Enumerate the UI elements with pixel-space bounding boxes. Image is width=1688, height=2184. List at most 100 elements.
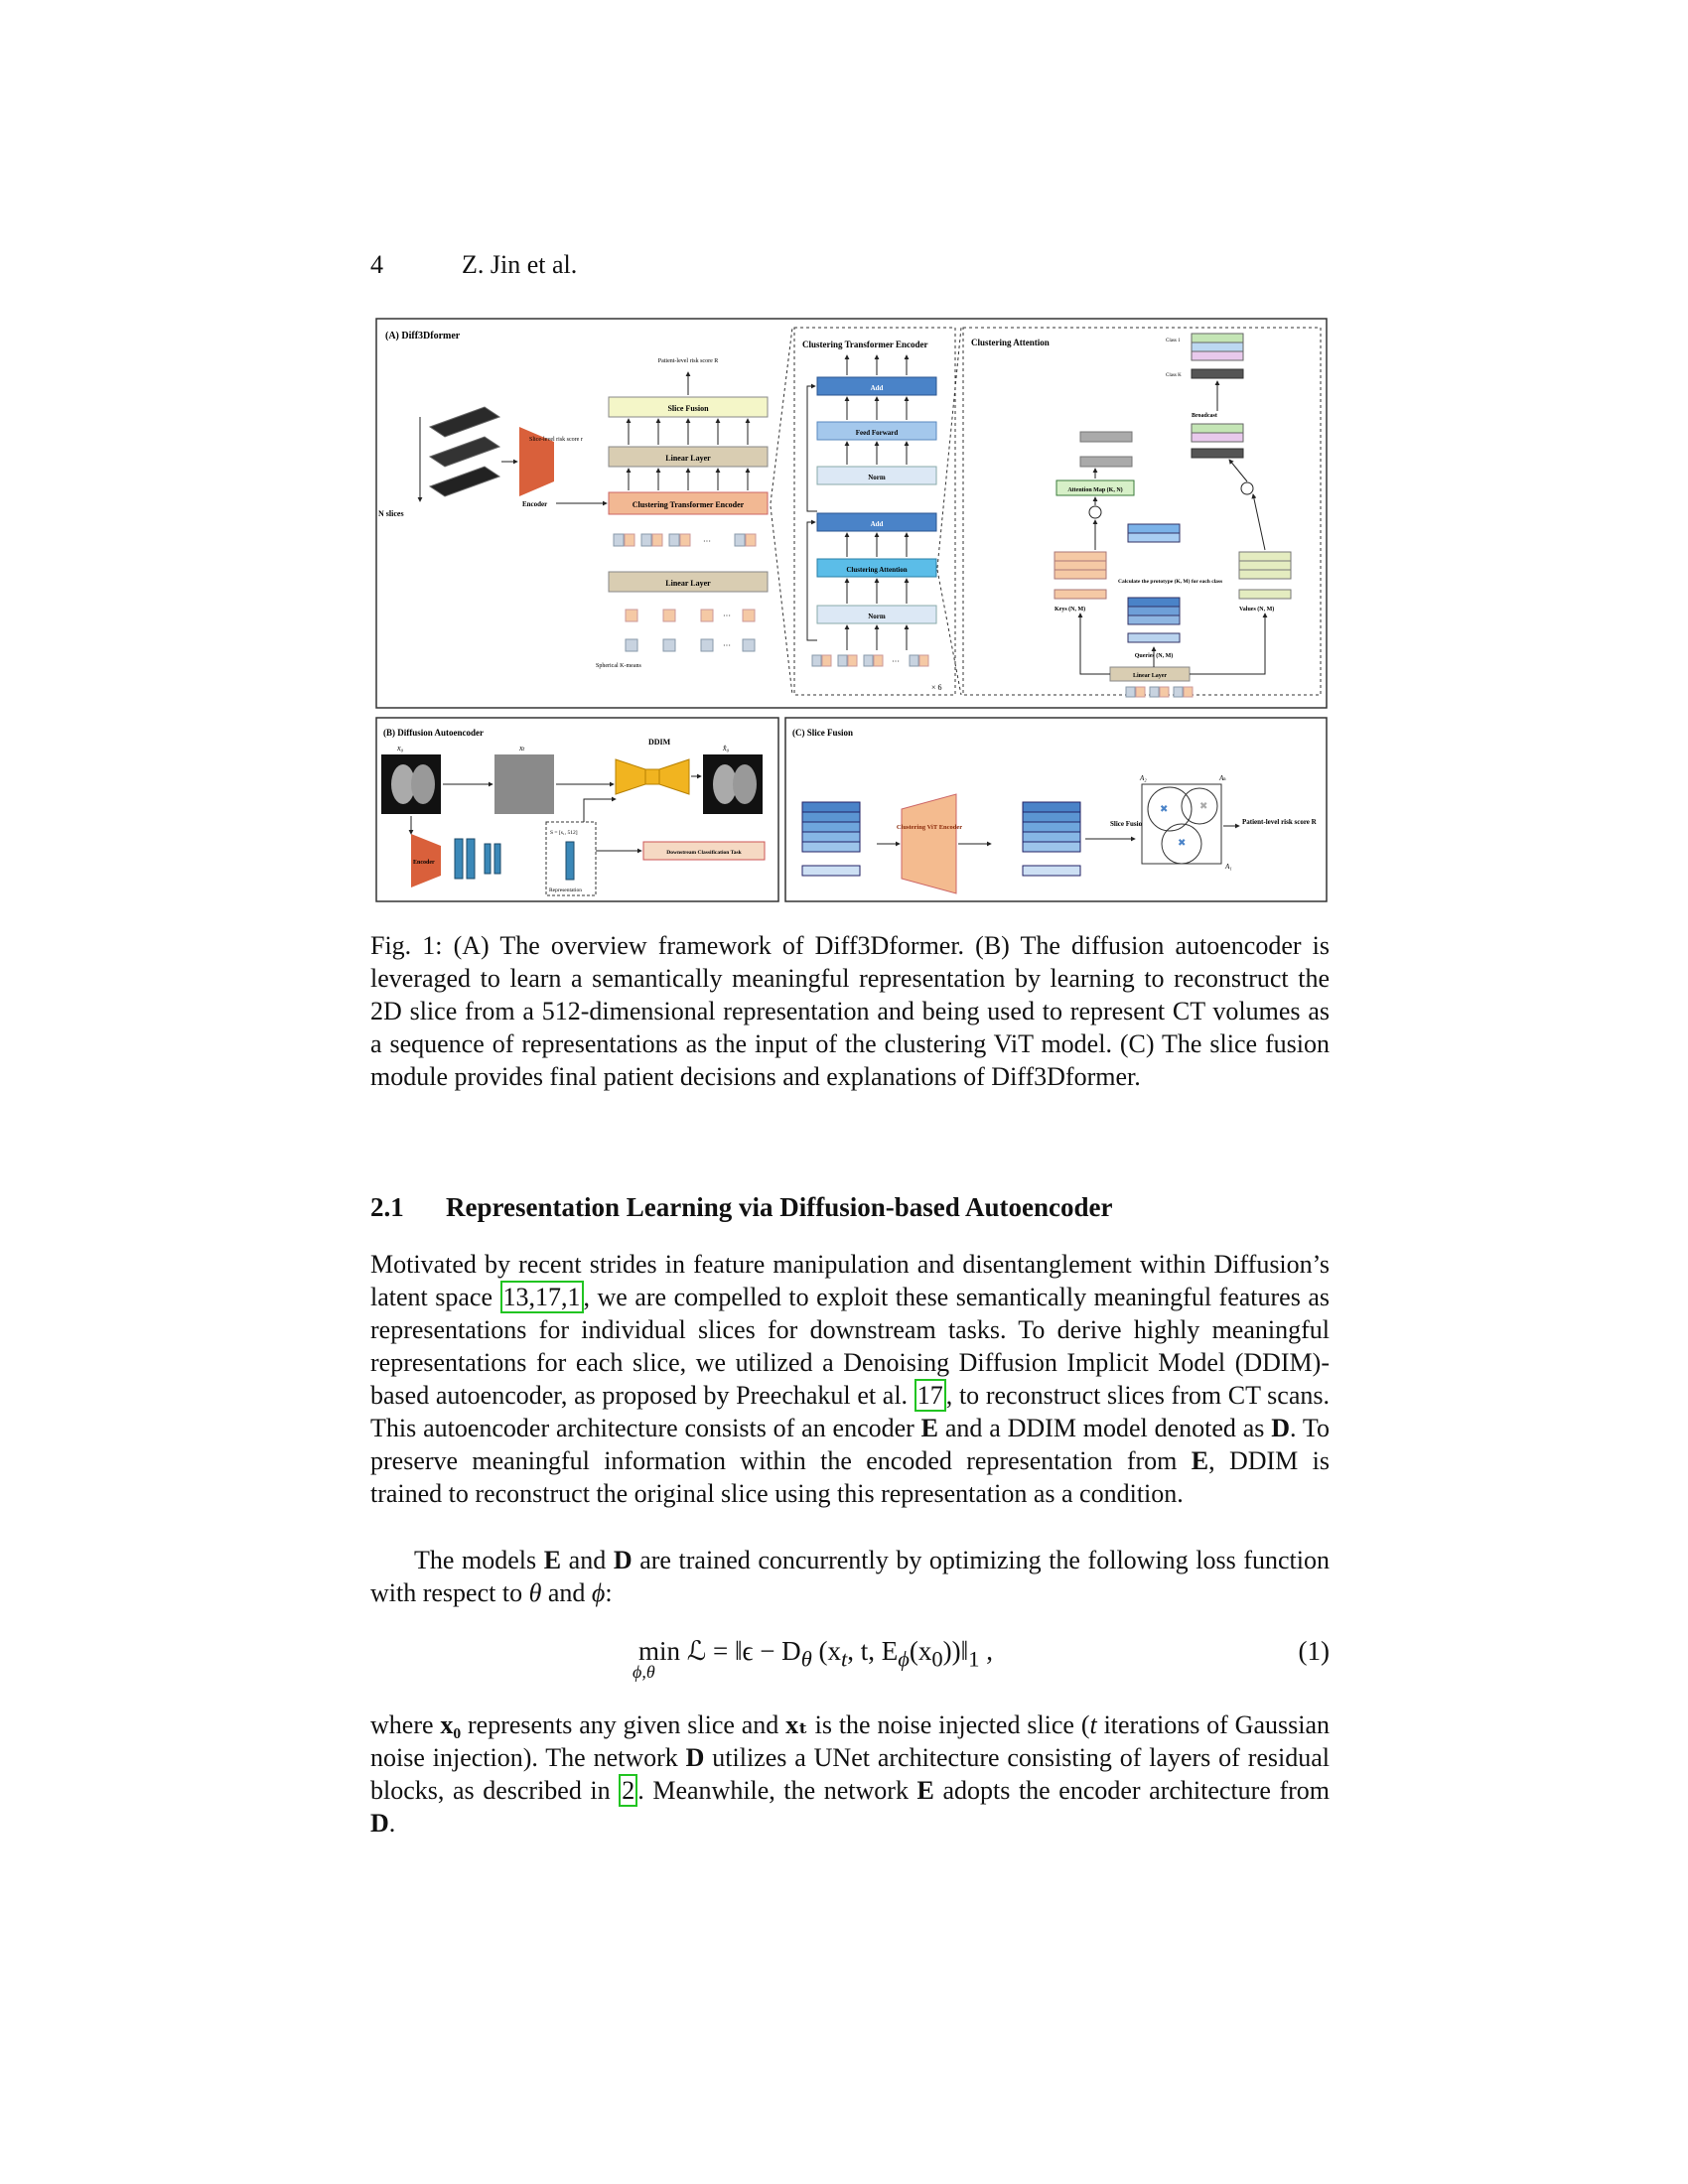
panel-c-title: (C) Slice Fusion	[792, 728, 853, 738]
panel-a-title: (A) Diff3Dformer	[385, 331, 461, 341]
eq-part-5: ))‖	[942, 1636, 969, 1666]
symbol-D-2: D	[613, 1546, 633, 1574]
p1-text-f: , DDIM is trained to reconstruct the ori…	[370, 1446, 1331, 1508]
cte-repeat: × 6	[931, 683, 942, 692]
symbol-D-3: D	[685, 1743, 705, 1772]
b-encoder-label: Encoder	[413, 860, 435, 866]
vit-encoder-block	[901, 793, 957, 894]
panel-b-arrows	[408, 773, 702, 854]
linear-layer-bottom	[608, 571, 769, 593]
p3-text-h: .	[388, 1809, 396, 1838]
linear-layer-top-label: Linear Layer	[665, 454, 711, 463]
attention-map-label: Attention Map (K, N)	[1067, 486, 1122, 493]
broadcast-label: Broadcast	[1192, 413, 1217, 419]
values-label: Values (N, M)	[1239, 606, 1274, 613]
symbol-D-4: D	[370, 1809, 389, 1838]
citation-2[interactable]: 2	[619, 1774, 638, 1807]
representation-box	[545, 821, 597, 896]
p2-text-a: The models	[414, 1546, 544, 1574]
ca-prototype: Calculate the prototype (K, M) for each …	[1118, 523, 1222, 585]
p1-text-b: , we are compelled to exploit these sema…	[370, 1283, 1330, 1410]
encoder-block	[519, 427, 554, 496]
ca-input-tokens	[1125, 686, 1194, 698]
symbol-theta: θ	[528, 1578, 542, 1607]
panel-a-frame	[375, 318, 1328, 709]
symbol-phi: ϕ	[591, 1578, 606, 1607]
symbol-D: D	[1271, 1414, 1291, 1442]
panel-b-title: (B) Diffusion Autoencoder	[383, 728, 484, 738]
panel-c-arrows	[877, 823, 1240, 847]
p3-text-b: represents any given slice and	[461, 1710, 786, 1739]
class-k-label: Class K	[1166, 373, 1182, 378]
symbol-xt: xₜ	[785, 1710, 808, 1739]
attention-map-box	[1055, 479, 1135, 496]
cte-norm-2: Norm	[868, 613, 886, 620]
cte-feed-forward: Feed Forward	[856, 429, 899, 437]
ca-keys: Keys (N, M)	[1054, 551, 1107, 613]
p3-text-a: where	[370, 1710, 441, 1739]
svg-text:✖: ✖	[1199, 801, 1207, 812]
paragraph-2: The models E and D are trained concurren…	[370, 1544, 1330, 1609]
cte-label: Clustering Transformer Encoder	[633, 500, 745, 509]
cte-clustering-attention: Clustering Attention	[846, 566, 907, 574]
p2-text-e: :	[605, 1578, 613, 1607]
citation-group[interactable]: 13,17,1	[499, 1281, 584, 1313]
noise-slice-xt	[494, 754, 554, 814]
eq-sub-theta: θ	[800, 1646, 812, 1672]
c-output-stack	[1022, 801, 1081, 877]
p2-text-c: are trained concurrently by optimizing t…	[370, 1546, 1330, 1607]
ca-values: Values (N, M)	[1238, 551, 1292, 613]
downstream-box	[642, 841, 766, 861]
a2-label: A₂	[1139, 774, 1147, 782]
eq-part-1: ℒ = ‖ϵ − D	[680, 1636, 801, 1666]
paragraph-3: where x₀ represents any given slice and …	[370, 1708, 1330, 1840]
symbol-t: t	[1089, 1710, 1097, 1739]
class-1-label: Class 1	[1166, 339, 1181, 343]
cte-add-1: Add	[871, 384, 884, 392]
eq-part-2: (x	[811, 1636, 842, 1666]
panel-a-arrows	[626, 418, 751, 490]
equation-number: (1)	[1298, 1636, 1330, 1666]
citation-1[interactable]: 1	[567, 1283, 581, 1311]
p1-text-d: and a DDIM model denoted as	[938, 1414, 1272, 1442]
eq-min: min	[638, 1636, 681, 1666]
cte-layers: Add Feed Forward Norm Add Clustering Att…	[816, 376, 942, 692]
calc-label: Calculate the prototype (K, M) for each …	[1118, 578, 1222, 585]
c-result-label: Patient-level risk score R	[1242, 818, 1318, 826]
svg-text:···: ···	[723, 641, 731, 650]
symbol-E: E	[920, 1414, 939, 1442]
cte-norm-1: Norm	[868, 474, 886, 481]
symbol-E-2: E	[1191, 1446, 1209, 1475]
p2-text-d: and	[541, 1578, 592, 1607]
ca-panel	[962, 327, 1322, 696]
p1-text-e: . To preserve meaningful information wit…	[370, 1414, 1330, 1475]
section-title: Representation Learning via Diffusion-ba…	[446, 1192, 1113, 1222]
eq-part-6: ,	[979, 1636, 993, 1666]
token-pairs-row: ···	[613, 533, 757, 547]
citation-17[interactable]: 17	[535, 1283, 561, 1311]
ct-stack-icon	[417, 406, 501, 502]
downstream-label: Downstream Classification Task	[666, 850, 742, 856]
p3-text-e: utilizes a UNet architecture consisting …	[370, 1743, 1330, 1805]
citation-13[interactable]: 13	[502, 1283, 529, 1311]
vit-encoder-label: Clustering ViT Encoder	[897, 824, 962, 831]
ak-label: Aₖ	[1218, 774, 1226, 782]
cte-add-2: Add	[871, 520, 884, 528]
representation-label: Representation	[549, 887, 582, 893]
figure-diagram: (A) Diff3Dformer N slices Encoder Slice …	[375, 318, 1328, 902]
encoder-label: Encoder	[522, 500, 547, 508]
ca-class-blocks: Broadcast Class 1 Class K	[1079, 333, 1244, 468]
citation-17-b[interactable]: 17	[914, 1379, 946, 1412]
cte-box	[608, 491, 769, 515]
slice-score-label: Slice-level risk score r	[529, 437, 583, 443]
p3-text-g: adopts the encoder architecture from	[933, 1776, 1330, 1805]
cte-arrows	[806, 354, 910, 650]
ddim-left	[615, 758, 646, 795]
ddim-label: DDIM	[648, 738, 671, 747]
slice-fusion-label: Slice Fusion	[667, 404, 709, 413]
svg-text:✖: ✖	[1160, 804, 1168, 815]
feature-maps	[454, 838, 501, 880]
linear-layer-bottom-label: Linear Layer	[665, 579, 711, 588]
